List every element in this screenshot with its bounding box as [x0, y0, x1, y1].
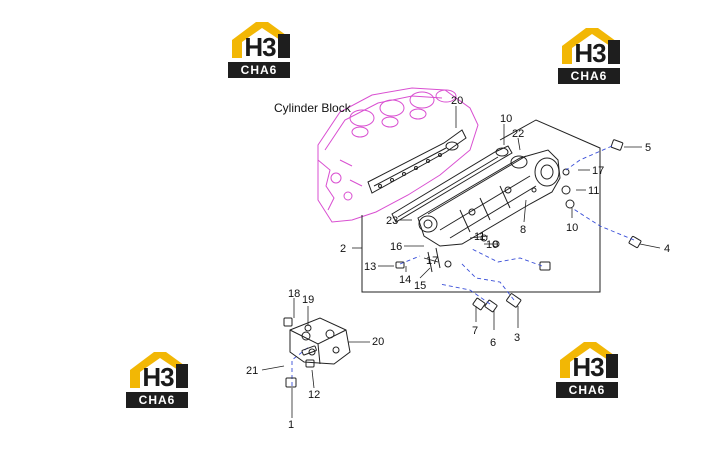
leader-lines	[261, 106, 661, 418]
watermark-logo: H3 CHA6	[126, 350, 192, 410]
assembly-frame	[361, 119, 601, 293]
callout-7: 7	[472, 325, 478, 337]
callout-10b: 10	[486, 239, 498, 251]
oil-cooler-part-8	[417, 149, 561, 247]
callout-21: 21	[246, 365, 258, 377]
diagram-title: Cylinder Block	[274, 101, 352, 115]
callout-5: 5	[645, 142, 651, 154]
logo-roof-icon	[232, 22, 290, 58]
logo-word: CHA6	[228, 62, 290, 78]
callout-18: 18	[288, 288, 300, 300]
callout-15: 15	[414, 280, 426, 292]
callout-labels: 20 10 22 5 17 11 10 8 23 4 2 11 10 16 17…	[246, 95, 670, 431]
callout-12: 12	[308, 389, 320, 401]
callout-20: 20	[372, 336, 384, 348]
watermark-logo: H3 CHA6	[558, 26, 624, 86]
logo-word: CHA6	[556, 382, 618, 398]
callout-9: 10	[500, 113, 512, 125]
callout-23: 20	[451, 95, 463, 107]
callout-1: 1	[288, 419, 294, 431]
callout-14: 14	[399, 274, 411, 286]
gasket-part-9	[391, 145, 513, 223]
callout-6: 6	[490, 337, 496, 349]
callout-22b: 23	[386, 215, 398, 227]
logo-mark: H3	[572, 352, 604, 382]
callout-17b: 17	[426, 255, 438, 267]
gasket-part-23	[367, 129, 467, 194]
callout-4: 4	[664, 243, 670, 255]
callout-19: 19	[302, 294, 314, 306]
logo-roof-icon	[130, 352, 188, 388]
callout-11b: 11	[474, 231, 485, 243]
callout-17a: 17	[592, 165, 604, 177]
logo-word: CHA6	[126, 392, 188, 408]
callout-11a: 11	[588, 185, 599, 197]
watermark-logo: H3 CHA6	[556, 340, 622, 400]
callout-16: 16	[390, 241, 402, 253]
logo-roof-icon	[562, 28, 620, 64]
filter-head-part-20	[283, 317, 351, 388]
callout-22a: 22	[512, 128, 524, 140]
callout-13: 13	[364, 261, 376, 273]
logo-mark: H3	[244, 32, 276, 62]
logo-word: CHA6	[558, 68, 620, 84]
watermark-logo: H3 CHA6	[228, 20, 294, 80]
cylinder-block-outline	[317, 87, 479, 223]
callout-10a: 10	[566, 222, 578, 234]
logo-mark: H3	[574, 38, 606, 68]
logo-mark: H3	[142, 362, 174, 392]
bolts	[395, 139, 642, 313]
assembly-lines	[291, 145, 635, 386]
logo-roof-icon	[560, 342, 618, 378]
callout-8: 8	[520, 224, 526, 236]
callout-3: 3	[514, 332, 520, 344]
callout-2: 2	[340, 243, 346, 255]
